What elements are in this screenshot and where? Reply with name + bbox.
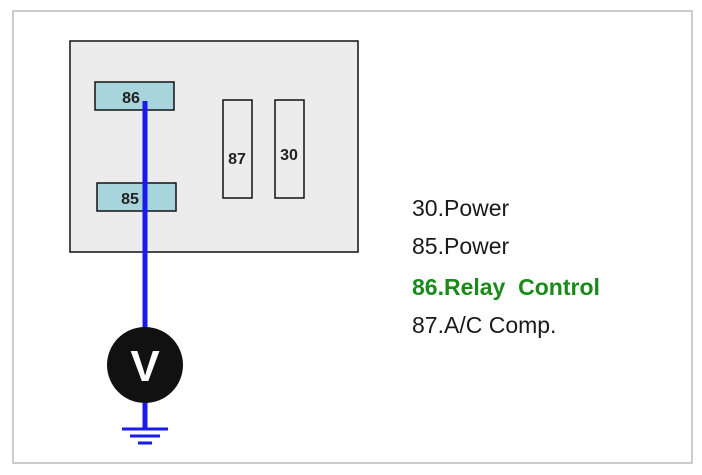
terminal-86-label: 86 <box>122 90 140 107</box>
terminal-85-label: 85 <box>121 191 139 208</box>
terminal-87: 87 <box>222 99 253 199</box>
ground-icon <box>122 427 168 445</box>
legend-item-85: 85.Power <box>412 233 510 259</box>
terminal-86: 86 <box>94 81 175 111</box>
pin-legend: 30.Power 85.Power 86.Relay Control 87.A/… <box>412 195 600 338</box>
legend-item-30: 30.Power <box>412 195 510 221</box>
terminal-30-label: 30 <box>280 147 298 164</box>
relay-body <box>69 40 359 253</box>
legend-item-87: 87.A/C Comp. <box>412 312 556 338</box>
terminal-87-label: 87 <box>228 151 246 168</box>
terminal-30: 30 <box>274 99 305 199</box>
legend-item-86: 86.Relay Control <box>412 274 600 300</box>
terminal-85: 85 <box>96 182 177 212</box>
voltmeter-symbol: V <box>130 342 160 391</box>
voltmeter-icon: V <box>107 327 183 403</box>
